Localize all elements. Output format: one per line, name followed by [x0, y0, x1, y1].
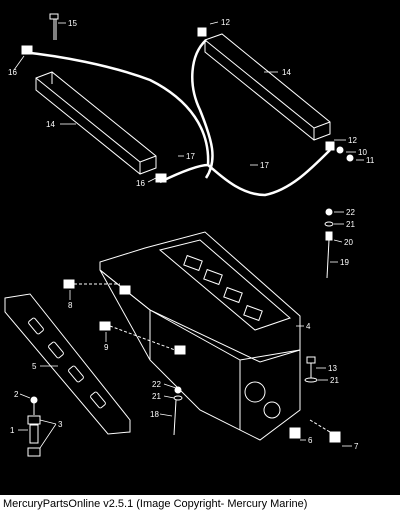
callout-3: 3 [58, 420, 63, 429]
callout-7: 7 [354, 442, 359, 451]
fuel-rail-right-part [204, 33, 331, 141]
callout-5: 5 [32, 362, 37, 371]
callout-8: 8 [68, 301, 73, 310]
exploded-view-svg: 15 12 16 14 14 12 10 11 17 17 16 22 21 2… [4, 13, 375, 457]
bolt-15-part [49, 13, 59, 40]
fuel-line-lower-part [159, 149, 331, 197]
callout-22-bottom: 22 [152, 380, 161, 389]
parts-diagram: 15 12 16 14 14 12 10 11 17 17 16 22 21 2… [0, 0, 400, 495]
callout-2: 2 [14, 390, 19, 399]
sensor-8-part [63, 279, 120, 289]
callout-14-right: 14 [282, 68, 291, 77]
callout-14-left: 14 [46, 120, 55, 129]
fuel-line-upper-part [21, 39, 214, 179]
callout-10: 10 [358, 148, 367, 157]
intake-manifold-part [99, 231, 301, 441]
callout-21-right: 21 [330, 376, 339, 385]
fuel-rail-left-part [35, 71, 157, 175]
fitting-7-part [309, 419, 341, 443]
callout-11: 11 [366, 156, 375, 165]
callout-13: 13 [328, 364, 337, 373]
callout-15: 15 [68, 19, 77, 28]
fittings-part [21, 27, 354, 183]
valve-part [27, 396, 41, 457]
callout-labels: 15 12 16 14 14 12 10 11 17 17 16 22 21 2… [8, 18, 375, 451]
stud-18-part [173, 386, 183, 436]
stud-19-part [324, 208, 334, 279]
fitting-6-part [289, 427, 301, 439]
copyright-caption: MercuryPartsOnline v2.5.1 (Image Copyrig… [3, 498, 308, 510]
leader-lines [13, 21, 364, 449]
callout-19: 19 [340, 258, 349, 267]
callout-12-top: 12 [221, 18, 230, 27]
bolt-13-part [304, 356, 318, 383]
callout-22-top: 22 [346, 208, 355, 217]
callout-16-bottom: 16 [136, 179, 145, 188]
callout-6: 6 [308, 436, 313, 445]
callout-21-top: 21 [346, 220, 355, 229]
callout-20: 20 [344, 238, 353, 247]
intake-gasket-part [4, 293, 131, 435]
sensor-9-part [99, 321, 176, 351]
callout-16-left: 16 [8, 68, 17, 77]
callout-17-left: 17 [186, 152, 195, 161]
callout-17-right: 17 [260, 161, 269, 170]
callout-4: 4 [306, 322, 311, 331]
callout-9: 9 [104, 343, 109, 352]
callout-12-right: 12 [348, 136, 357, 145]
callout-18: 18 [150, 410, 159, 419]
callout-21-bottom: 21 [152, 392, 161, 401]
callout-1: 1 [10, 426, 15, 435]
